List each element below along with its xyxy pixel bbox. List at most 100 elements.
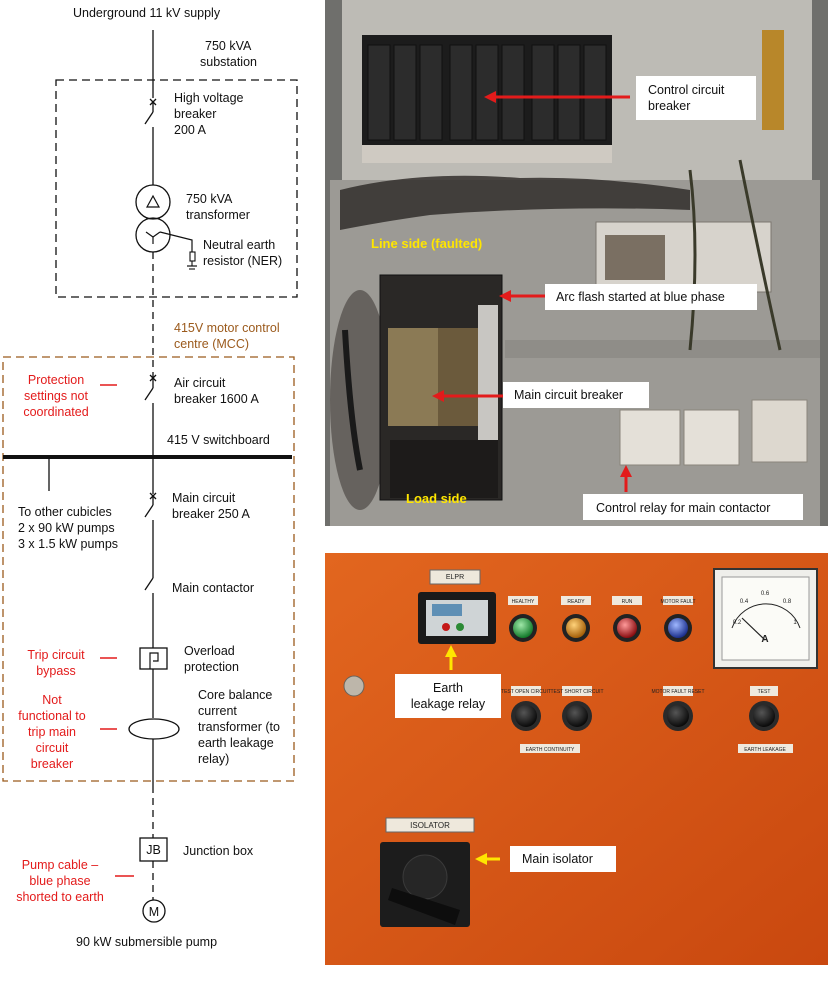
mcb-symbol [144,457,157,578]
callout-earth-leakage-relay-2: leakage relay [411,697,486,711]
pump-cable-note-3: shorted to earth [16,890,104,904]
ammeter-tick: 0.4 [740,599,749,605]
mcc-label-1: 415V motor control [174,321,280,335]
callout-control-circuit-breaker-2: breaker [648,99,690,113]
hv-breaker-label-2: breaker [174,107,216,121]
callout-arc-flash-text: Arc flash started at blue phase [556,290,725,304]
hv-breaker-label-3: 200 A [174,123,207,137]
cbct-label-5: relay) [198,752,229,766]
test-open-circuit-button[interactable] [515,705,537,727]
callout-earth-leakage-relay-1: Earth [433,681,463,695]
callout-control-circuit-breaker-1: Control circuit [648,83,725,97]
pump-cable-note-1: Pump cable – [22,858,98,872]
mcc-door-photo: ELPR HEALTHY READY RUN MOTOR FAULT [325,553,828,965]
transformer-label-1: 750 kVA [186,192,233,206]
cbct-label-3: transformer (to [198,720,280,734]
single-line-diagram: Underground 11 kV supply 750 kVA substat… [2,6,298,949]
callout-control-relay-text: Control relay for main contactor [596,501,770,515]
mcc-boundary [2,356,295,782]
lamp-label-healthy: HEALTHY [512,599,535,605]
trip-bypass-2: bypass [36,664,76,678]
motor-symbol [142,899,166,923]
acb-label-1: Air circuit [174,376,226,390]
callout-control-relay [583,494,803,520]
trip-bypass-1: Trip circuit [27,648,85,662]
acb-label-2: breaker 1600 A [174,392,259,406]
not-functional-2: functional to [18,709,85,723]
motor-fault-reset-button[interactable] [667,705,689,727]
switchboard-photo [325,0,828,526]
ner-label-1: Neutral earth [203,238,275,252]
main-contactor-label: Main contactor [172,581,254,595]
switchboard-photo-annotations: Control circuit breaker Line side (fault… [371,76,803,520]
jb-symbol-text: JB [146,843,161,857]
main-isolator-switch[interactable] [380,842,470,927]
protection-note-2: settings not [24,389,88,403]
cbct-label-1: Core balance [198,688,272,702]
callout-control-circuit-breaker [636,76,756,120]
substation-label-2: substation [200,55,257,69]
indicator-lamps: HEALTHY READY RUN MOTOR FAULT [508,596,696,642]
lamp-label-motor-fault: MOTOR FAULT [660,599,695,605]
callout-earth-leakage-relay [395,674,501,718]
ammeter-tick: 0.2 [733,620,742,626]
junction-box-label: Junction box [183,844,254,858]
cbct-label-4: earth leakage [198,736,274,750]
supply-label: Underground 11 kV supply [73,6,221,20]
transformer-label-2: transformer [186,208,250,222]
isolator-tag-text: ISOLATOR [410,821,450,830]
callout-main-circuit-breaker-text: Main circuit breaker [514,388,623,402]
ammeter-needle [741,617,766,641]
healthy-lamp [513,618,533,638]
elr-test-button[interactable] [753,705,775,727]
button-label-test: TEST [758,689,771,695]
substation-label-1: 750 kVA [205,39,252,53]
ammeter-tick: 0.6 [761,591,770,597]
main-contactor-symbol [144,577,154,648]
protection-note-1: Protection [28,373,84,387]
ammeter-tick: 1 [793,620,797,626]
hv-breaker-symbol [144,98,157,186]
run-lamp [617,618,637,638]
motor-symbol-text: M [149,905,159,919]
overload-label-1: Overload [184,644,235,658]
not-functional-4: circuit [36,741,69,755]
mcc-door-annotations: Earth leakage relay Main isolator [395,645,616,872]
ammeter-tick: 0.8 [783,599,792,605]
ner-label-2: resistor (NER) [203,254,282,268]
earth-continuity-label: EARTH CONTINUITY [526,747,575,753]
substation-boundary [55,79,298,298]
cbct-label-2: current [198,704,237,718]
load-side-label: Load side [406,491,467,506]
hv-breaker-label-1: High voltage [174,91,244,105]
callout-main-isolator [510,846,616,872]
other-cubicles-3: 3 x 1.5 kW pumps [18,537,118,551]
callout-main-isolator-text: Main isolator [522,852,593,866]
ammeter-unit: A [761,634,768,645]
other-cubicles-1: To other cubicles [18,505,112,519]
pump-cable-note-2: blue phase [29,874,90,888]
other-cubicles-2: 2 x 90 kW pumps [18,521,115,535]
lamp-label-run: RUN [622,599,633,605]
ammeter: 0.4 0.6 0.8 0.2 1 A [713,568,818,669]
callout-arc-flash [545,284,757,310]
not-functional-5: breaker [31,757,73,771]
acb-symbol [144,372,157,457]
motor-fault-lamp [668,618,688,638]
test-short-circuit-button[interactable] [566,705,588,727]
not-functional-3: trip main [28,725,76,739]
mcc-label-2: centre (MCC) [174,337,249,351]
ready-lamp [566,618,586,638]
elpr-tag-text: ELPR [446,574,464,581]
overload-label-2: protection [184,660,239,674]
earth-leakage-label: EARTH LEAKAGE [744,747,786,753]
push-buttons: TEST OPEN CIRCUIT TEST SHORT CIRCUIT MOT… [501,686,793,753]
cbct-symbol [128,718,180,740]
overload-symbol [139,647,168,718]
pump-label: 90 kW submersible pump [76,935,217,949]
not-functional-1: Not [42,693,62,707]
callout-main-circuit-breaker [503,382,649,408]
lamp-label-ready: READY [567,599,585,605]
mcb-label-2: breaker 250 A [172,507,250,521]
button-label-test-short: TEST SHORT CIRCUIT [550,689,603,695]
